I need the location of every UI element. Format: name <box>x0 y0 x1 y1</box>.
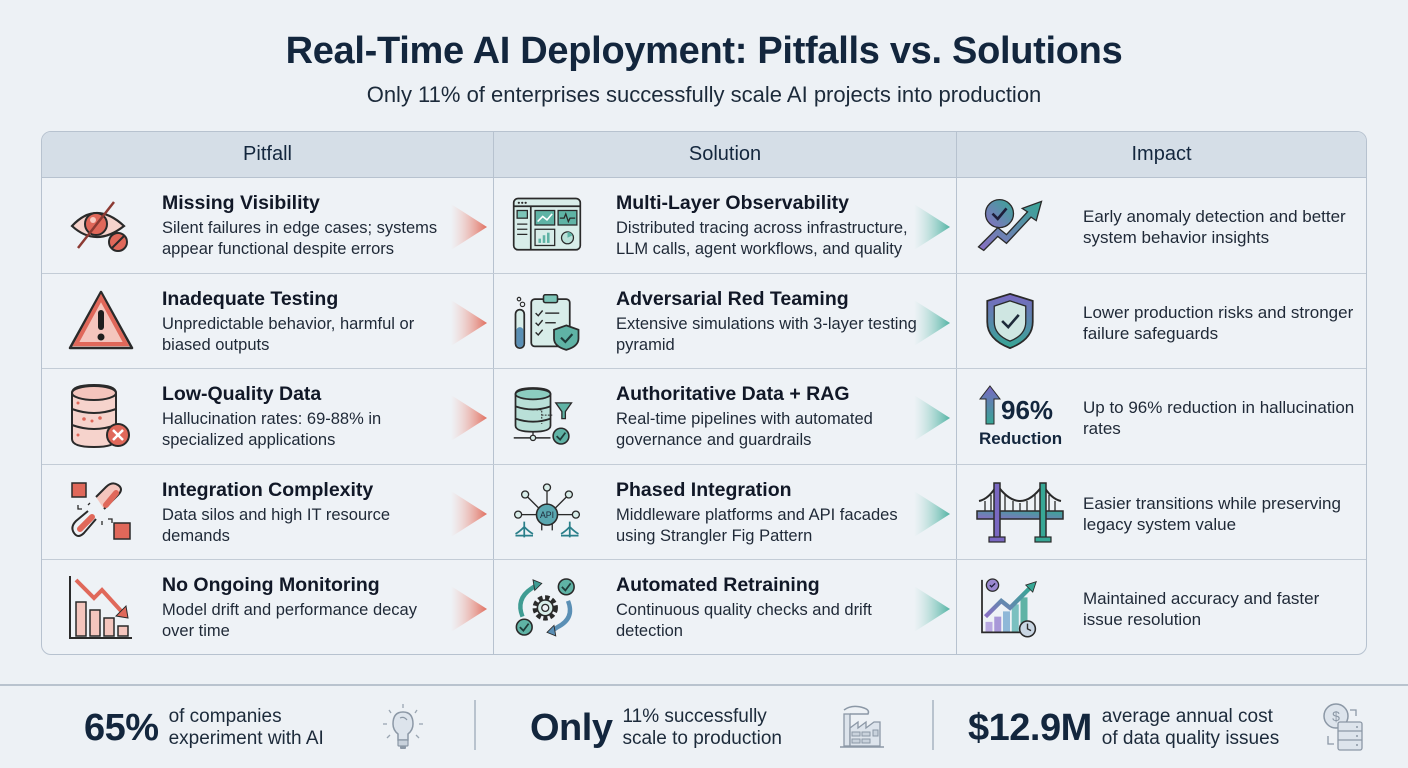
bridge-icon <box>976 481 1064 543</box>
pitfall-title: Integration Complexity <box>162 478 374 501</box>
coin-server-icon: $ <box>1323 703 1363 751</box>
pitfall-description: Silent failures in edge cases; systems a… <box>162 219 438 258</box>
pitfall-title: Missing Visibility <box>162 192 320 214</box>
comparison-table: Pitfall Solution Impact Missing Visibili… <box>41 131 1367 655</box>
table-row: Integration Complexity Data silos and hi… <box>42 464 1366 560</box>
table-row: Low-Quality Data Hallucination rates: 69… <box>42 369 1366 465</box>
footer-divider <box>0 684 1408 686</box>
pitfall-title: Inadequate Testing <box>162 287 339 310</box>
stat-data-quality-cost: $12.9M average annual cost of data quali… <box>968 700 1279 756</box>
stat-separator <box>932 700 934 750</box>
clipboard-test-shield-icon <box>514 293 580 351</box>
solution-description: Continuous quality checks and drift dete… <box>616 601 872 640</box>
pitfall-title: No Ongoing Monitoring <box>162 574 380 596</box>
arrow-right-icon <box>451 204 487 250</box>
solution-cell: Authoritative Data + RAG Real-time pipel… <box>494 369 957 464</box>
chart-growth-clock-icon <box>981 578 1037 638</box>
solution-title: Adversarial Red Teaming <box>616 287 849 310</box>
impact-description: Early anomaly detection and better syste… <box>1083 207 1346 247</box>
impact-cell: Lower production risks and stronger fail… <box>957 274 1366 369</box>
stat-label: average annual cost of data quality issu… <box>1101 706 1280 749</box>
broken-link-icon <box>71 481 131 540</box>
stat-label: 11% successfully scale to production <box>622 706 782 749</box>
gear-cycle-icon <box>515 578 575 637</box>
solution-cell: Automated Retraining Continuous quality … <box>494 560 957 654</box>
chart-decline-icon <box>69 576 132 639</box>
solution-description: Extensive simulations with 3-layer testi… <box>616 314 917 354</box>
arrow-right-icon <box>451 395 487 441</box>
svg-text:API: API <box>540 510 554 520</box>
arrow-right-icon <box>914 299 950 346</box>
solution-title: Multi-Layer Observability <box>616 192 849 214</box>
pitfall-cell: Missing Visibility Silent failures in ed… <box>42 178 494 273</box>
impact-cell: 96% Reduction Up to 96% reduction in hal… <box>957 369 1366 464</box>
solution-cell: Multi-Layer Observability Distributed tr… <box>494 178 957 273</box>
arrow-right-icon <box>451 586 487 632</box>
pitfall-description: Data silos and high IT resource demands <box>162 505 391 545</box>
pitfall-title: Low-Quality Data <box>162 383 322 405</box>
column-header-solution: Solution <box>494 132 957 177</box>
arrow-right-icon <box>451 299 487 346</box>
impact-description: Easier transitions while preserving lega… <box>1083 493 1341 534</box>
stat-separator <box>474 700 476 750</box>
arrow-right-icon <box>914 204 950 250</box>
impact-cell: Easier transitions while preserving lega… <box>957 465 1366 560</box>
stat-value: 65% <box>84 706 159 749</box>
impact-description: Lower production risks and stronger fail… <box>1083 302 1354 343</box>
api-hub-icon: API <box>513 482 581 537</box>
solution-title: Phased Integration <box>616 478 792 501</box>
solution-description: Distributed tracing across infrastructur… <box>616 219 908 258</box>
stat-value: Only <box>530 706 613 749</box>
reduction-badge: 96% Reduction <box>979 385 1069 451</box>
dashboard-icon <box>512 197 582 251</box>
database-filter-check-icon <box>513 387 573 445</box>
warning-triangle-icon <box>68 290 134 349</box>
table-row: Missing Visibility Silent failures in ed… <box>42 178 1366 274</box>
database-error-icon <box>71 383 130 449</box>
impact-description: Up to 96% reduction in hallucination rat… <box>1083 398 1355 438</box>
impact-cell: Early anomaly detection and better syste… <box>957 178 1366 273</box>
svg-text:$: $ <box>1332 708 1340 724</box>
arrow-right-icon <box>914 586 950 632</box>
lightbulb-icon <box>383 704 423 749</box>
pitfall-description: Model drift and performance decay over t… <box>162 601 417 640</box>
stat-label: of companies experiment with AI <box>168 706 324 749</box>
factory-icon <box>840 705 884 748</box>
solution-cell: API Phased Integration Middleware platfo… <box>494 464 957 559</box>
page-subtitle: Only 11% of enterprises successfully sca… <box>366 82 1042 107</box>
solution-description: Middleware platforms and API facades usi… <box>616 505 898 545</box>
solution-title: Automated Retraining <box>616 574 820 596</box>
pitfall-cell: Inadequate Testing Unpredictable behavio… <box>42 273 494 368</box>
arrow-right-icon <box>451 490 487 537</box>
pitfall-cell: Integration Complexity Data silos and hi… <box>42 464 494 559</box>
arrow-right-icon <box>914 395 950 441</box>
page-title: Real-Time AI Deployment: Pitfalls vs. So… <box>285 30 1123 72</box>
arrow-right-icon <box>914 490 950 537</box>
eye-slash-icon <box>70 201 128 252</box>
shield-check-icon <box>986 292 1034 349</box>
stat-companies-experiment: 65% of companies experiment with AI <box>84 700 324 756</box>
badge-value: 96% <box>1001 395 1054 425</box>
impact-cell: Maintained accuracy and faster issue res… <box>957 560 1366 654</box>
solution-description: Real-time pipelines with automated gover… <box>616 410 873 449</box>
table-row: Inadequate Testing Unpredictable behavio… <box>42 273 1366 369</box>
column-header-impact: Impact <box>1131 143 1192 165</box>
impact-description: Maintained accuracy and faster issue res… <box>1083 589 1320 629</box>
solution-title: Authoritative Data + RAG <box>616 383 850 405</box>
table-header: Pitfall Solution Impact <box>42 132 1366 178</box>
pitfall-cell: Low-Quality Data Hallucination rates: 69… <box>42 369 494 464</box>
column-header-pitfall: Pitfall <box>42 132 494 177</box>
badge-label: Reduction <box>979 429 1063 448</box>
pitfall-description: Unpredictable behavior, harmful or biase… <box>162 314 415 354</box>
stat-value: $12.9M <box>968 706 1092 749</box>
table-row: No Ongoing Monitoring Model drift and pe… <box>42 560 1366 654</box>
pitfall-description: Hallucination rates: 69-88% in specializ… <box>162 410 382 449</box>
solution-cell: Adversarial Red Teaming Extensive simula… <box>494 273 957 368</box>
pitfall-cell: No Ongoing Monitoring Model drift and pe… <box>42 560 494 654</box>
check-trend-up-icon <box>977 198 1043 252</box>
arrow-up-icon <box>979 385 1001 425</box>
stat-scale-production: Only 11% successfully scale to productio… <box>530 700 782 756</box>
